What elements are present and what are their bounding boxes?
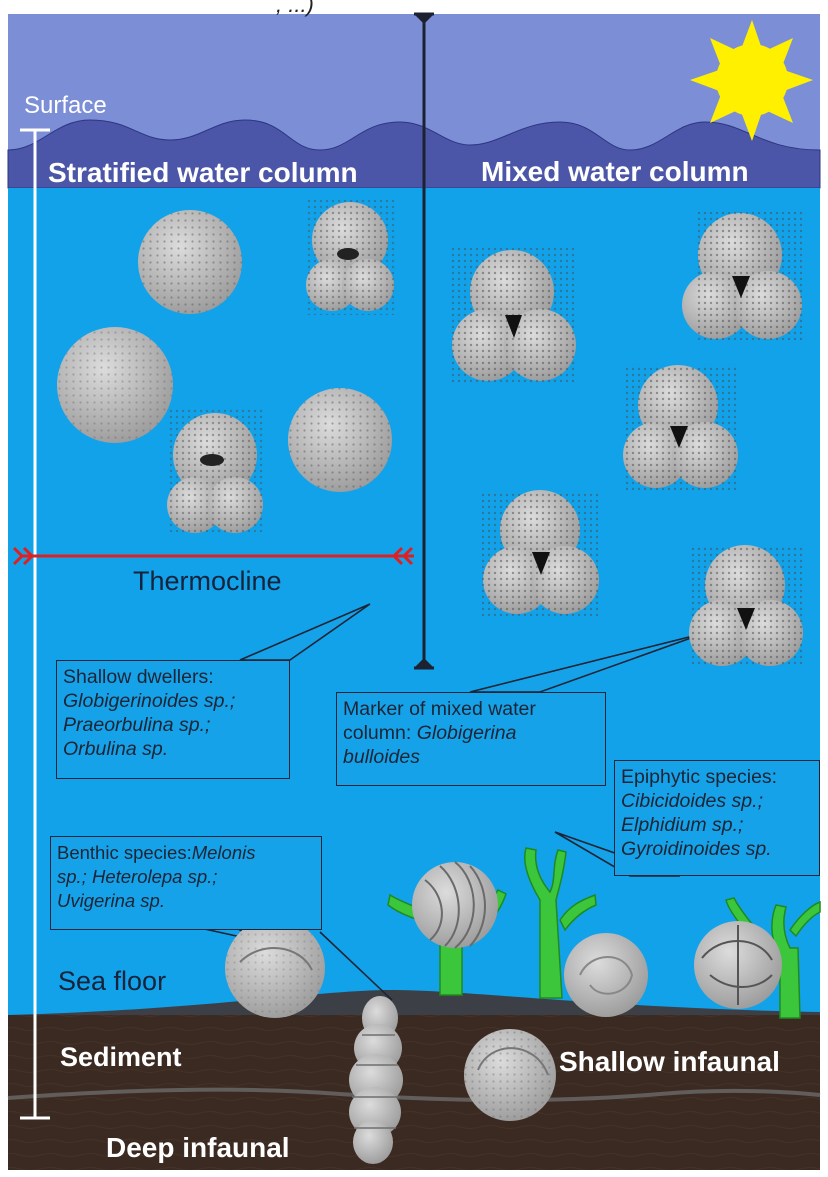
top-text-fragment: , ...) [276,0,314,18]
epiphytic-species-3: Gyroidinoides sp. [621,837,813,861]
gyroidinoides-shell [694,921,782,1009]
mixed-marker-line-2: column: Globigerina [343,721,599,745]
stratified-water-column-label: Stratified water column [48,157,358,189]
elphidium-shell [412,862,498,948]
globigerinoides-shell [167,408,264,534]
epiphytic-species-2: Elphidium sp.; [621,813,813,837]
epiphytic-species-1: Cibicidoides sp.; [621,789,813,813]
benthic-species-1: Melonis [192,842,256,863]
globigerina-bulloides-shell [622,364,740,490]
epiphytic-heading: Epiphytic species: [621,765,813,789]
shallow-species-3: Orbulina sp. [63,737,283,761]
shallow-dwellers-heading: Shallow dwellers: [63,665,283,689]
globigerina-bulloides-shell [450,248,578,383]
melonis-shell [225,918,325,1018]
orbulina-shell [288,388,392,492]
surface-label: Surface [24,92,107,120]
mixed-marker-line-3: bulloides [343,745,599,769]
mixed-marker-callout: Marker of mixed water column: Globigerin… [336,692,606,786]
cibicidoides-shell [564,933,648,1017]
mixed-marker-line-1: Marker of mixed water [343,697,599,721]
benthic-species-2: sp.; Heterolepa sp.; [57,865,315,889]
sea-floor-label: Sea floor [58,966,166,997]
orbulina-shell [138,210,242,314]
shallow-species-2: Praeorbulina sp.; [63,713,283,737]
benthic-heading: Benthic species: [57,842,192,863]
shallow-infaunal-label: Shallow infaunal [559,1046,780,1078]
epiphytic-callout: Epiphytic species: Cibicidoides sp.; Elp… [614,760,820,876]
benthic-callout: Benthic species:Melonis sp.; Heterolepa … [50,836,322,930]
mixed-marker-line-2-plain: column: [343,722,417,744]
orbulina-shell [57,327,173,443]
benthic-line-1: Benthic species:Melonis [57,841,315,865]
sediment-label: Sediment [60,1042,182,1073]
shallow-dwellers-callout: Shallow dwellers: Globigerinoides sp.; P… [56,660,290,779]
globigerina-bulloides-shell [482,490,600,616]
globigerina-bulloides-shell [682,212,806,340]
mixed-water-column-label: Mixed water column [481,156,749,188]
globigerinoides-shell [306,200,396,315]
mixed-marker-line-2-species: Globigerina [417,722,517,744]
shallow-species-1: Globigerinoides sp.; [63,689,283,713]
thermocline-label: Thermocline [133,566,282,597]
benthic-species-3: Uvigerina sp. [57,889,315,913]
infaunal-coiled-shell [464,1029,556,1121]
deep-infaunal-label: Deep infaunal [106,1132,290,1164]
globigerina-bulloides-shell [689,545,805,667]
